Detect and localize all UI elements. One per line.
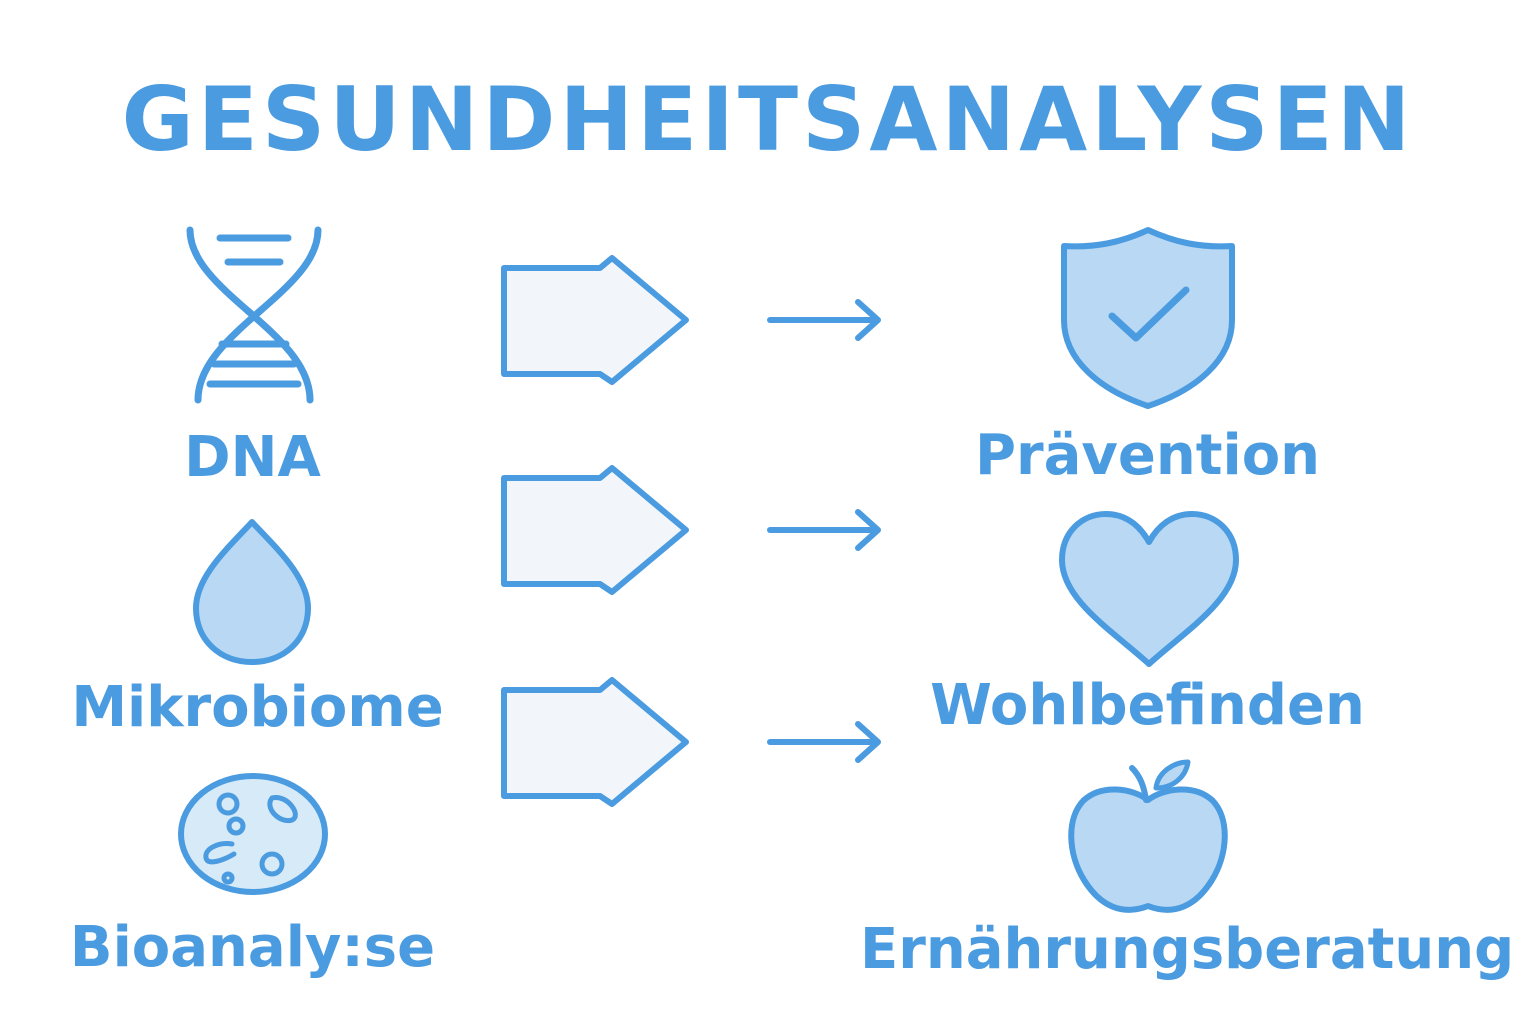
- source-label-mikrobiome: Mikrobiome: [71, 675, 444, 740]
- block-arrow-1: [501, 255, 689, 385]
- block-arrow-3: [501, 677, 689, 807]
- connector-arrow-3: [767, 721, 881, 763]
- source-label-bioanalyse: Bioanaly:se: [69, 915, 436, 980]
- source-label-dna: DNA: [184, 425, 321, 490]
- connector-arrow-1: [767, 299, 881, 341]
- outcome-label-praevention: Prävention: [974, 423, 1321, 488]
- outcome-label-ernaehrungsberatung: Ernährungsberatung: [860, 917, 1515, 982]
- heart-icon: [1059, 511, 1239, 667]
- cell-icon: [178, 773, 328, 895]
- outcome-label-wohlbefinden: Wohlbefinden: [930, 673, 1365, 738]
- shield-check-icon: [1061, 227, 1235, 409]
- apple-icon: [1068, 759, 1228, 913]
- dna-icon: [186, 226, 322, 404]
- connector-arrow-2: [767, 509, 881, 551]
- block-arrow-2: [501, 465, 689, 595]
- drop-icon: [193, 519, 311, 665]
- diagram-title: GESUNDHEITSANALYSEN: [121, 68, 1415, 171]
